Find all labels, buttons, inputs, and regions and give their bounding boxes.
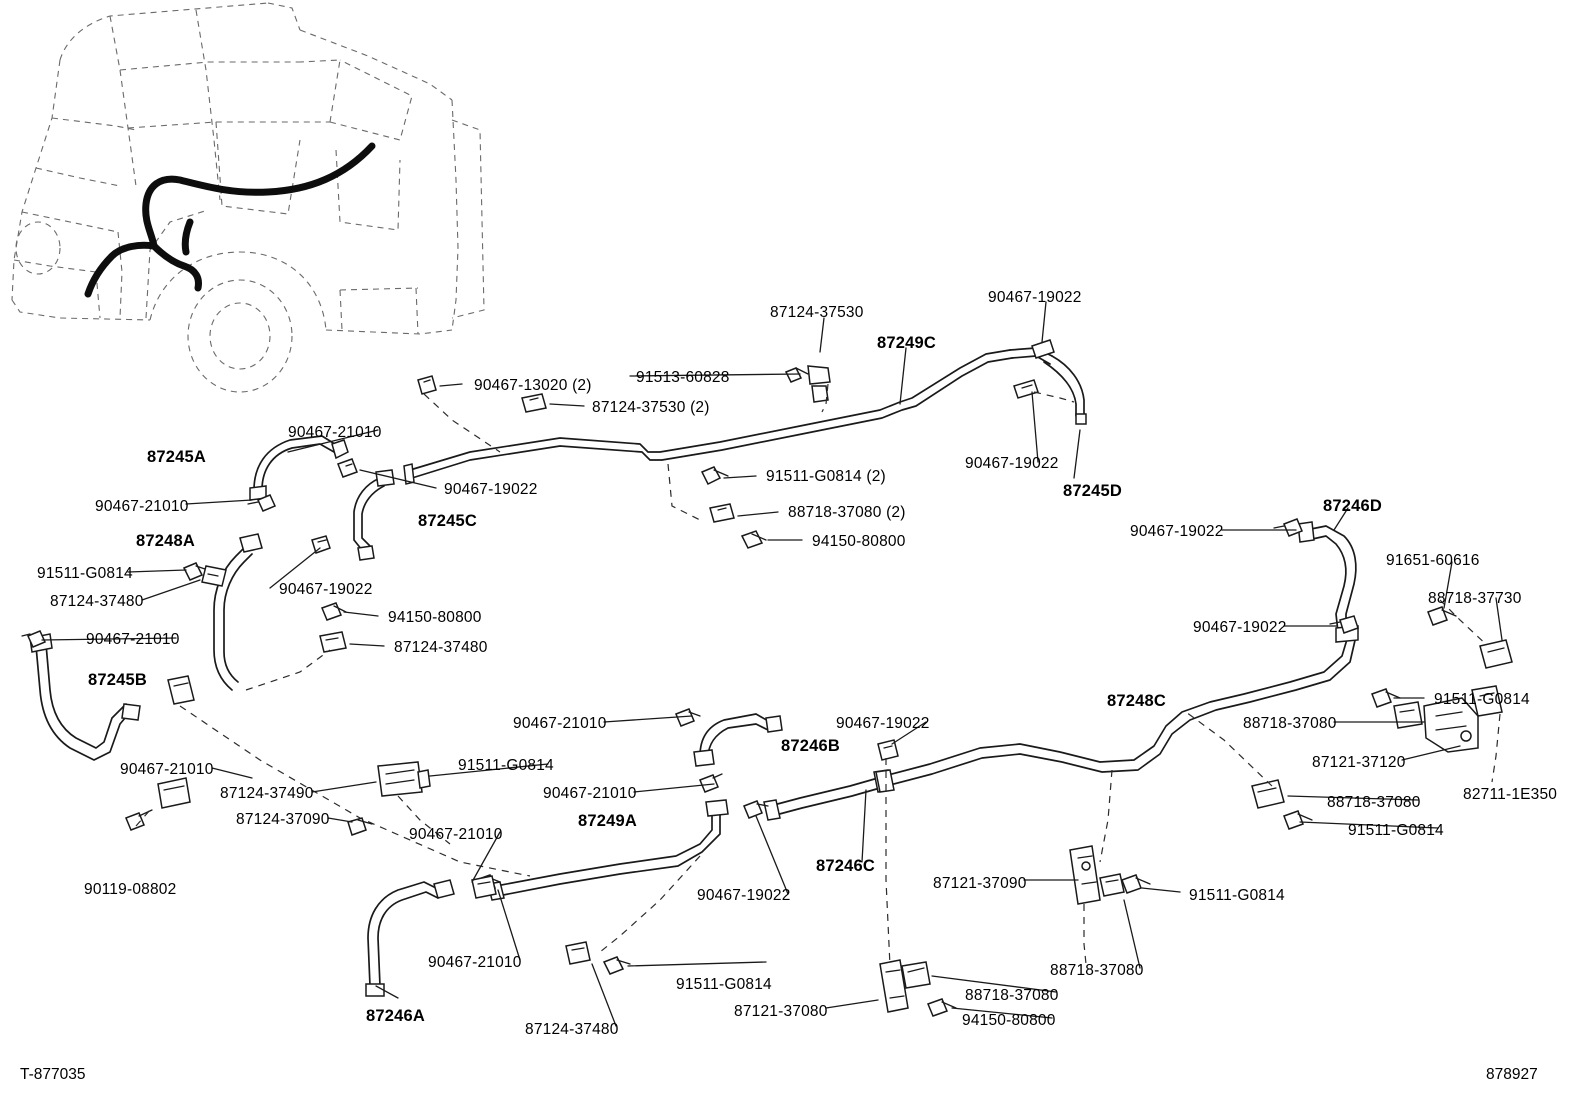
part-label-90467-21010: 90467-21010 bbox=[428, 954, 522, 971]
part-label-87124-37530-2-: 87124-37530 (2) bbox=[592, 399, 710, 416]
part-label-90467-21010: 90467-21010 bbox=[95, 498, 189, 515]
part-label-87124-37480: 87124-37480 bbox=[525, 1021, 619, 1038]
part-label-88718-37730: 88718-37730 bbox=[1428, 590, 1522, 607]
hose-87245C bbox=[353, 469, 395, 561]
part-label-87248c: 87248C bbox=[1107, 692, 1166, 710]
part-label-91651-60616: 91651-60616 bbox=[1386, 552, 1480, 569]
part-label-90467-21010: 90467-21010 bbox=[120, 761, 214, 778]
part-label-94150-80800: 94150-80800 bbox=[388, 609, 482, 626]
part-label-87245a: 87245A bbox=[147, 448, 206, 466]
part-label-91511-g0814: 91511-G0814 bbox=[37, 565, 133, 582]
truck-outline bbox=[11, 2, 485, 393]
part-label-91511-g0814: 91511-G0814 bbox=[1348, 822, 1444, 839]
part-label-88718-37080: 88718-37080 bbox=[965, 987, 1059, 1004]
part-label-87245d: 87245D bbox=[1063, 482, 1122, 500]
part-label-91511-g0814: 91511-G0814 bbox=[1189, 887, 1285, 904]
part-label-87124-37530: 87124-37530 bbox=[770, 304, 864, 321]
part-label-91511-g0814: 91511-G0814 bbox=[676, 976, 772, 993]
part-label-87121-37090: 87121-37090 bbox=[933, 875, 1027, 892]
hose-87245A bbox=[247, 435, 358, 512]
part-label-87249c: 87249C bbox=[877, 334, 936, 352]
part-label-88718-37080: 88718-37080 bbox=[1327, 794, 1421, 811]
fittings-upper-rail bbox=[417, 365, 1075, 549]
part-label-90467-19022: 90467-19022 bbox=[965, 455, 1059, 472]
part-label-91511-g0814: 91511-G0814 bbox=[458, 757, 554, 774]
part-label-90467-21010: 90467-21010 bbox=[288, 424, 382, 441]
footer-right-code: 878927 bbox=[1486, 1066, 1538, 1083]
part-label-87121-37120: 87121-37120 bbox=[1312, 754, 1406, 771]
part-label-87245b: 87245B bbox=[88, 671, 147, 689]
part-label-87246c: 87246C bbox=[816, 857, 875, 875]
part-label-90467-19022: 90467-19022 bbox=[836, 715, 930, 732]
hose-87246C bbox=[743, 769, 893, 821]
part-label-90467-21010: 90467-21010 bbox=[513, 715, 607, 732]
part-label-90119-08802: 90119-08802 bbox=[84, 881, 177, 898]
bracket-87124-37490 bbox=[347, 761, 451, 845]
part-label-90467-21010: 90467-21010 bbox=[543, 785, 637, 802]
part-label-94150-80800: 94150-80800 bbox=[812, 533, 906, 550]
part-label-87246b: 87246B bbox=[781, 737, 840, 755]
part-label-87124-37090: 87124-37090 bbox=[236, 811, 330, 828]
part-label-94150-80800: 94150-80800 bbox=[962, 1012, 1056, 1029]
hose-87246A bbox=[365, 875, 497, 997]
part-label-87249a: 87249A bbox=[578, 812, 637, 830]
part-label-90467-19022: 90467-19022 bbox=[444, 481, 538, 498]
part-label-87124-37480: 87124-37480 bbox=[50, 593, 144, 610]
part-label-87248a: 87248A bbox=[136, 532, 195, 550]
part-label-87124-37490: 87124-37490 bbox=[220, 785, 314, 802]
hose-87246D bbox=[1273, 518, 1359, 643]
part-label-82711-1e350: 82711-1E350 bbox=[1463, 786, 1558, 803]
right-brackets bbox=[879, 599, 1513, 1017]
leader-lines bbox=[41, 301, 1503, 1027]
part-label-90467-21010: 90467-21010 bbox=[86, 631, 180, 648]
part-label-87246a: 87246A bbox=[366, 1007, 425, 1025]
part-label-90467-19022: 90467-19022 bbox=[697, 887, 791, 904]
part-label-90467-21010: 90467-21010 bbox=[409, 826, 503, 843]
hose-87245B bbox=[21, 630, 191, 831]
part-label-87246d: 87246D bbox=[1323, 497, 1382, 515]
part-label-88718-37080: 88718-37080 bbox=[1243, 715, 1337, 732]
part-label-90467-19022: 90467-19022 bbox=[1130, 523, 1224, 540]
part-label-91513-60828: 91513-60828 bbox=[636, 369, 730, 386]
part-label-90467-13020-2-: 90467-13020 (2) bbox=[474, 377, 592, 394]
part-label-87245c: 87245C bbox=[418, 512, 477, 530]
part-label-90467-19022: 90467-19022 bbox=[1193, 619, 1287, 636]
part-label-91511-g0814-2-: 91511-G0814 (2) bbox=[766, 468, 886, 485]
part-label-88718-37080: 88718-37080 bbox=[1050, 962, 1144, 979]
part-label-88718-37080-2-: 88718-37080 (2) bbox=[788, 504, 906, 521]
part-label-90467-19022: 90467-19022 bbox=[988, 289, 1082, 306]
hose-87246B bbox=[675, 708, 783, 793]
part-label-91511-g0814: 91511-G0814 bbox=[1434, 691, 1530, 708]
hose-87248C bbox=[875, 635, 1357, 967]
part-label-90467-19022: 90467-19022 bbox=[279, 581, 373, 598]
footer-left-code: T-877035 bbox=[20, 1066, 86, 1083]
part-label-87121-37080: 87121-37080 bbox=[734, 1003, 828, 1020]
part-label-87124-37480: 87124-37480 bbox=[394, 639, 488, 656]
